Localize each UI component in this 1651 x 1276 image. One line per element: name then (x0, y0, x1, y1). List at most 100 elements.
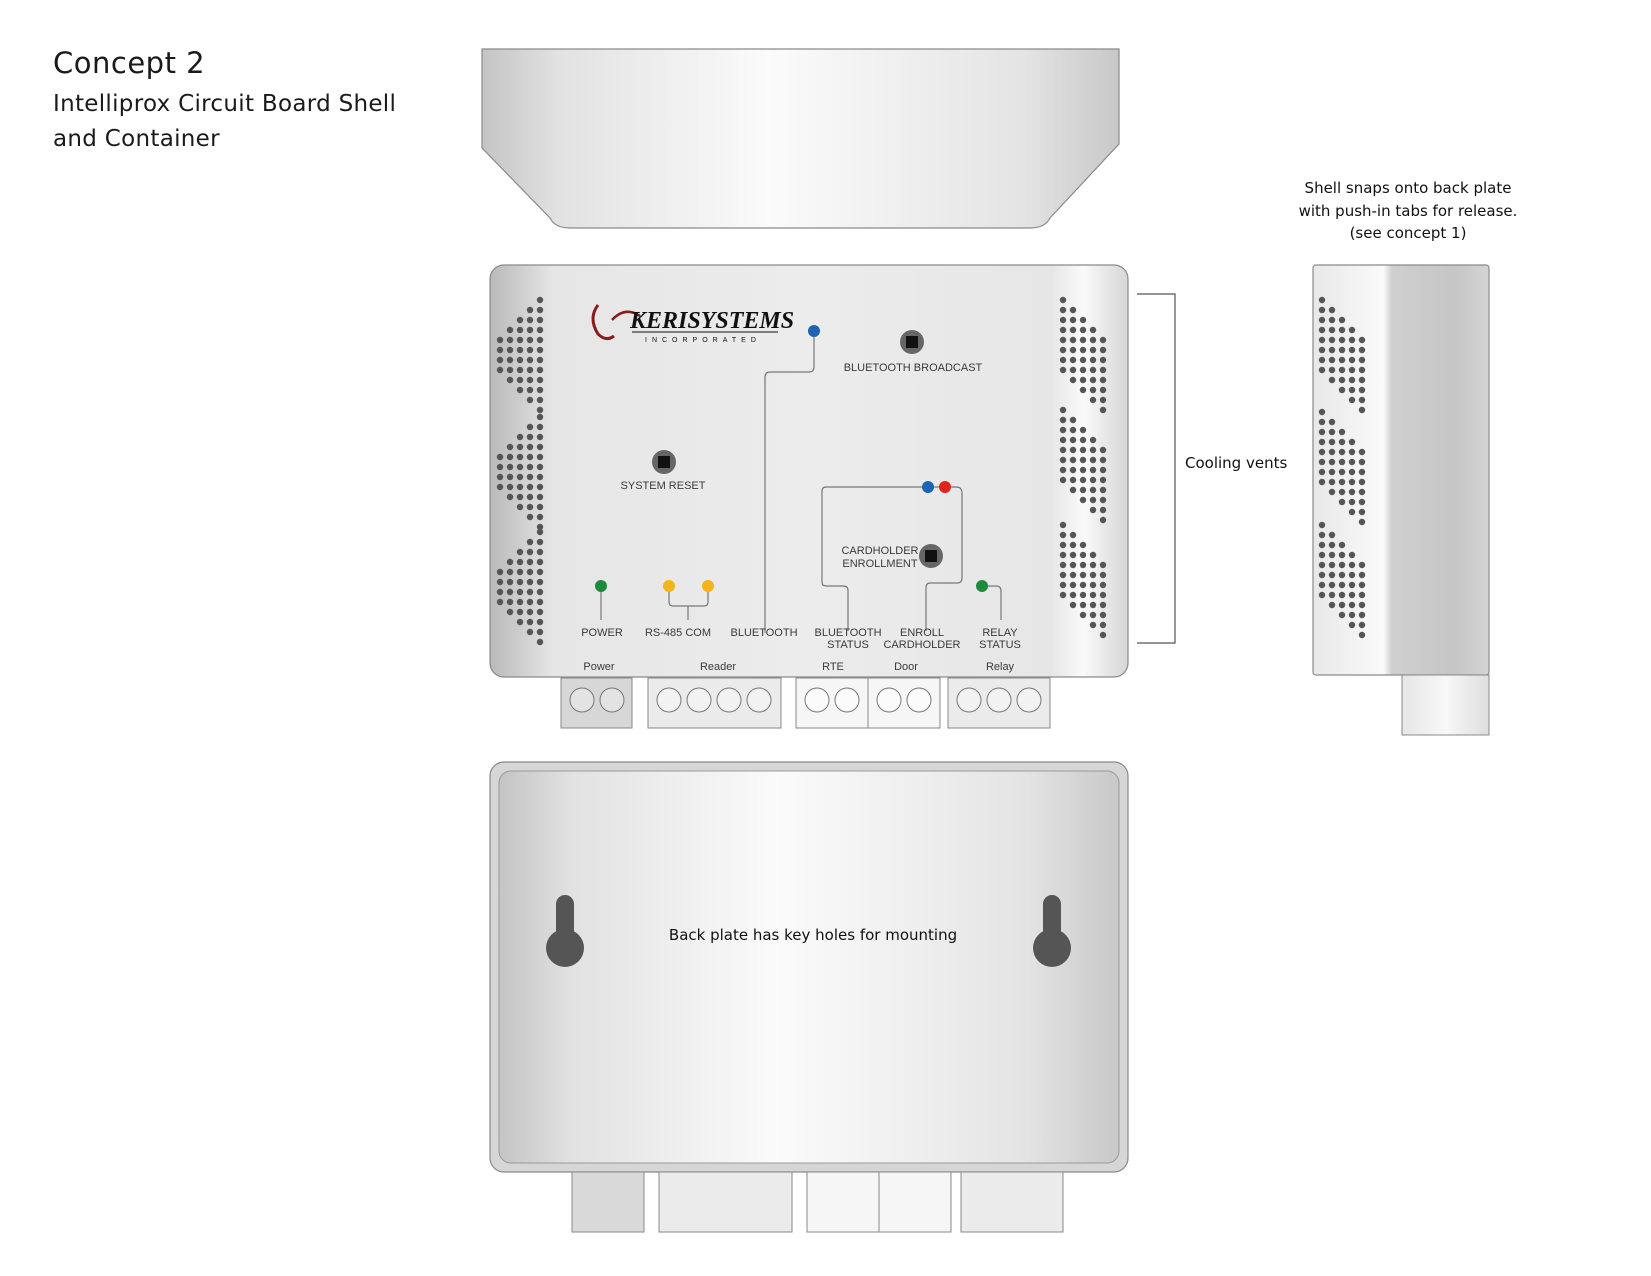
vent-hole (1059, 446, 1067, 454)
vent-hole (516, 453, 524, 461)
vent-hole (1099, 346, 1107, 354)
vent-hole (1089, 581, 1097, 589)
vent-hole (1069, 581, 1077, 589)
vent-hole (1079, 366, 1087, 374)
vent-hole (536, 578, 544, 586)
vent-hole (1358, 518, 1366, 526)
vent-hole (1358, 406, 1366, 414)
relay-status-label-2: STATUS (979, 639, 1021, 651)
vent-hole (1348, 366, 1356, 374)
vent-hole (536, 513, 544, 521)
vent-hole (526, 376, 534, 384)
logo-text: KERISYSTEMS (629, 308, 794, 334)
system-reset-button[interactable] (652, 450, 676, 474)
terminal-door (867, 677, 941, 729)
cardholder-enrollment-button[interactable] (919, 544, 943, 568)
relay-status-led (976, 580, 988, 592)
vent-hole (1358, 356, 1366, 364)
vent-hole (1079, 436, 1087, 444)
vent-hole (1318, 418, 1326, 426)
vent-hole (496, 346, 504, 354)
vent-hole (506, 493, 514, 501)
vent-hole (1069, 446, 1077, 454)
vent-hole (1069, 531, 1077, 539)
vent-hole (1069, 336, 1077, 344)
vent-hole (1099, 396, 1107, 404)
port-label-reader: Reader (700, 661, 736, 673)
vent-hole (1328, 561, 1336, 569)
vent-hole (1099, 621, 1107, 629)
vent-hole (1089, 601, 1097, 609)
vent-hole (1328, 438, 1336, 446)
vent-hole (1338, 438, 1346, 446)
vent-hole (1099, 496, 1107, 504)
vent-hole (1079, 326, 1087, 334)
vent-hole (1328, 488, 1336, 496)
vent-hole (526, 483, 534, 491)
vent-hole (526, 473, 534, 481)
vent-hole (1338, 478, 1346, 486)
vent-hole (1328, 376, 1336, 384)
vent-hole (516, 346, 524, 354)
vent-hole (506, 463, 514, 471)
vent-hole (1328, 366, 1336, 374)
vent-hole (506, 443, 514, 451)
vent-hole (1099, 366, 1107, 374)
vent-hole (1338, 601, 1346, 609)
vent-hole (1069, 601, 1077, 609)
back-plate-note: Back plate has key holes for mounting (669, 926, 957, 944)
vent-hole (1358, 448, 1366, 456)
port-label-door: Door (894, 661, 918, 673)
vent-hole (1338, 498, 1346, 506)
vent-hole (1069, 591, 1077, 599)
vent-hole (1079, 591, 1087, 599)
vent-hole (1059, 581, 1067, 589)
vent-hole (1069, 436, 1077, 444)
bluetooth-broadcast-button[interactable] (900, 330, 924, 354)
vent-hole (516, 316, 524, 324)
vent-hole (516, 503, 524, 511)
vent-hole (1318, 561, 1326, 569)
vent-hole (1069, 561, 1077, 569)
vent-hole (1089, 496, 1097, 504)
vent-hole (1328, 531, 1336, 539)
vent-hole (1089, 436, 1097, 444)
port-label-relay: Relay (986, 661, 1015, 673)
vent-hole (1079, 346, 1087, 354)
vent-hole (1069, 416, 1077, 424)
vent-hole (1069, 426, 1077, 434)
terminal-reader (647, 677, 782, 729)
vent-hole (536, 326, 544, 334)
vent-hole (536, 598, 544, 606)
vent-hole (1338, 541, 1346, 549)
vent-hole (536, 443, 544, 451)
vent-hole (1358, 611, 1366, 619)
vent-hole (526, 568, 534, 576)
cooling-vents-right (1059, 296, 1107, 639)
vent-hole (516, 376, 524, 384)
vent-hole (1099, 466, 1107, 474)
vent-hole (1059, 476, 1067, 484)
vent-hole (1079, 571, 1087, 579)
vent-hole (536, 638, 544, 646)
vent-hole (516, 336, 524, 344)
vent-hole (506, 376, 514, 384)
vent-hole (1099, 446, 1107, 454)
vent-hole (1069, 466, 1077, 474)
vent-hole (1318, 336, 1326, 344)
vent-hole (1089, 366, 1097, 374)
vent-hole (526, 513, 534, 521)
vent-hole (526, 306, 534, 314)
vent-hole (1099, 581, 1107, 589)
vent-hole (1089, 386, 1097, 394)
vent-hole (1059, 406, 1067, 414)
vent-hole (536, 618, 544, 626)
vent-hole (506, 356, 514, 364)
vent-hole (526, 326, 534, 334)
shell-note-line3: (see concept 1) (1350, 224, 1467, 242)
vent-hole (1059, 571, 1067, 579)
vent-hole (526, 608, 534, 616)
rs485-label: RS-485 COM (645, 627, 711, 639)
vent-hole (536, 528, 544, 536)
vent-hole (1358, 508, 1366, 516)
